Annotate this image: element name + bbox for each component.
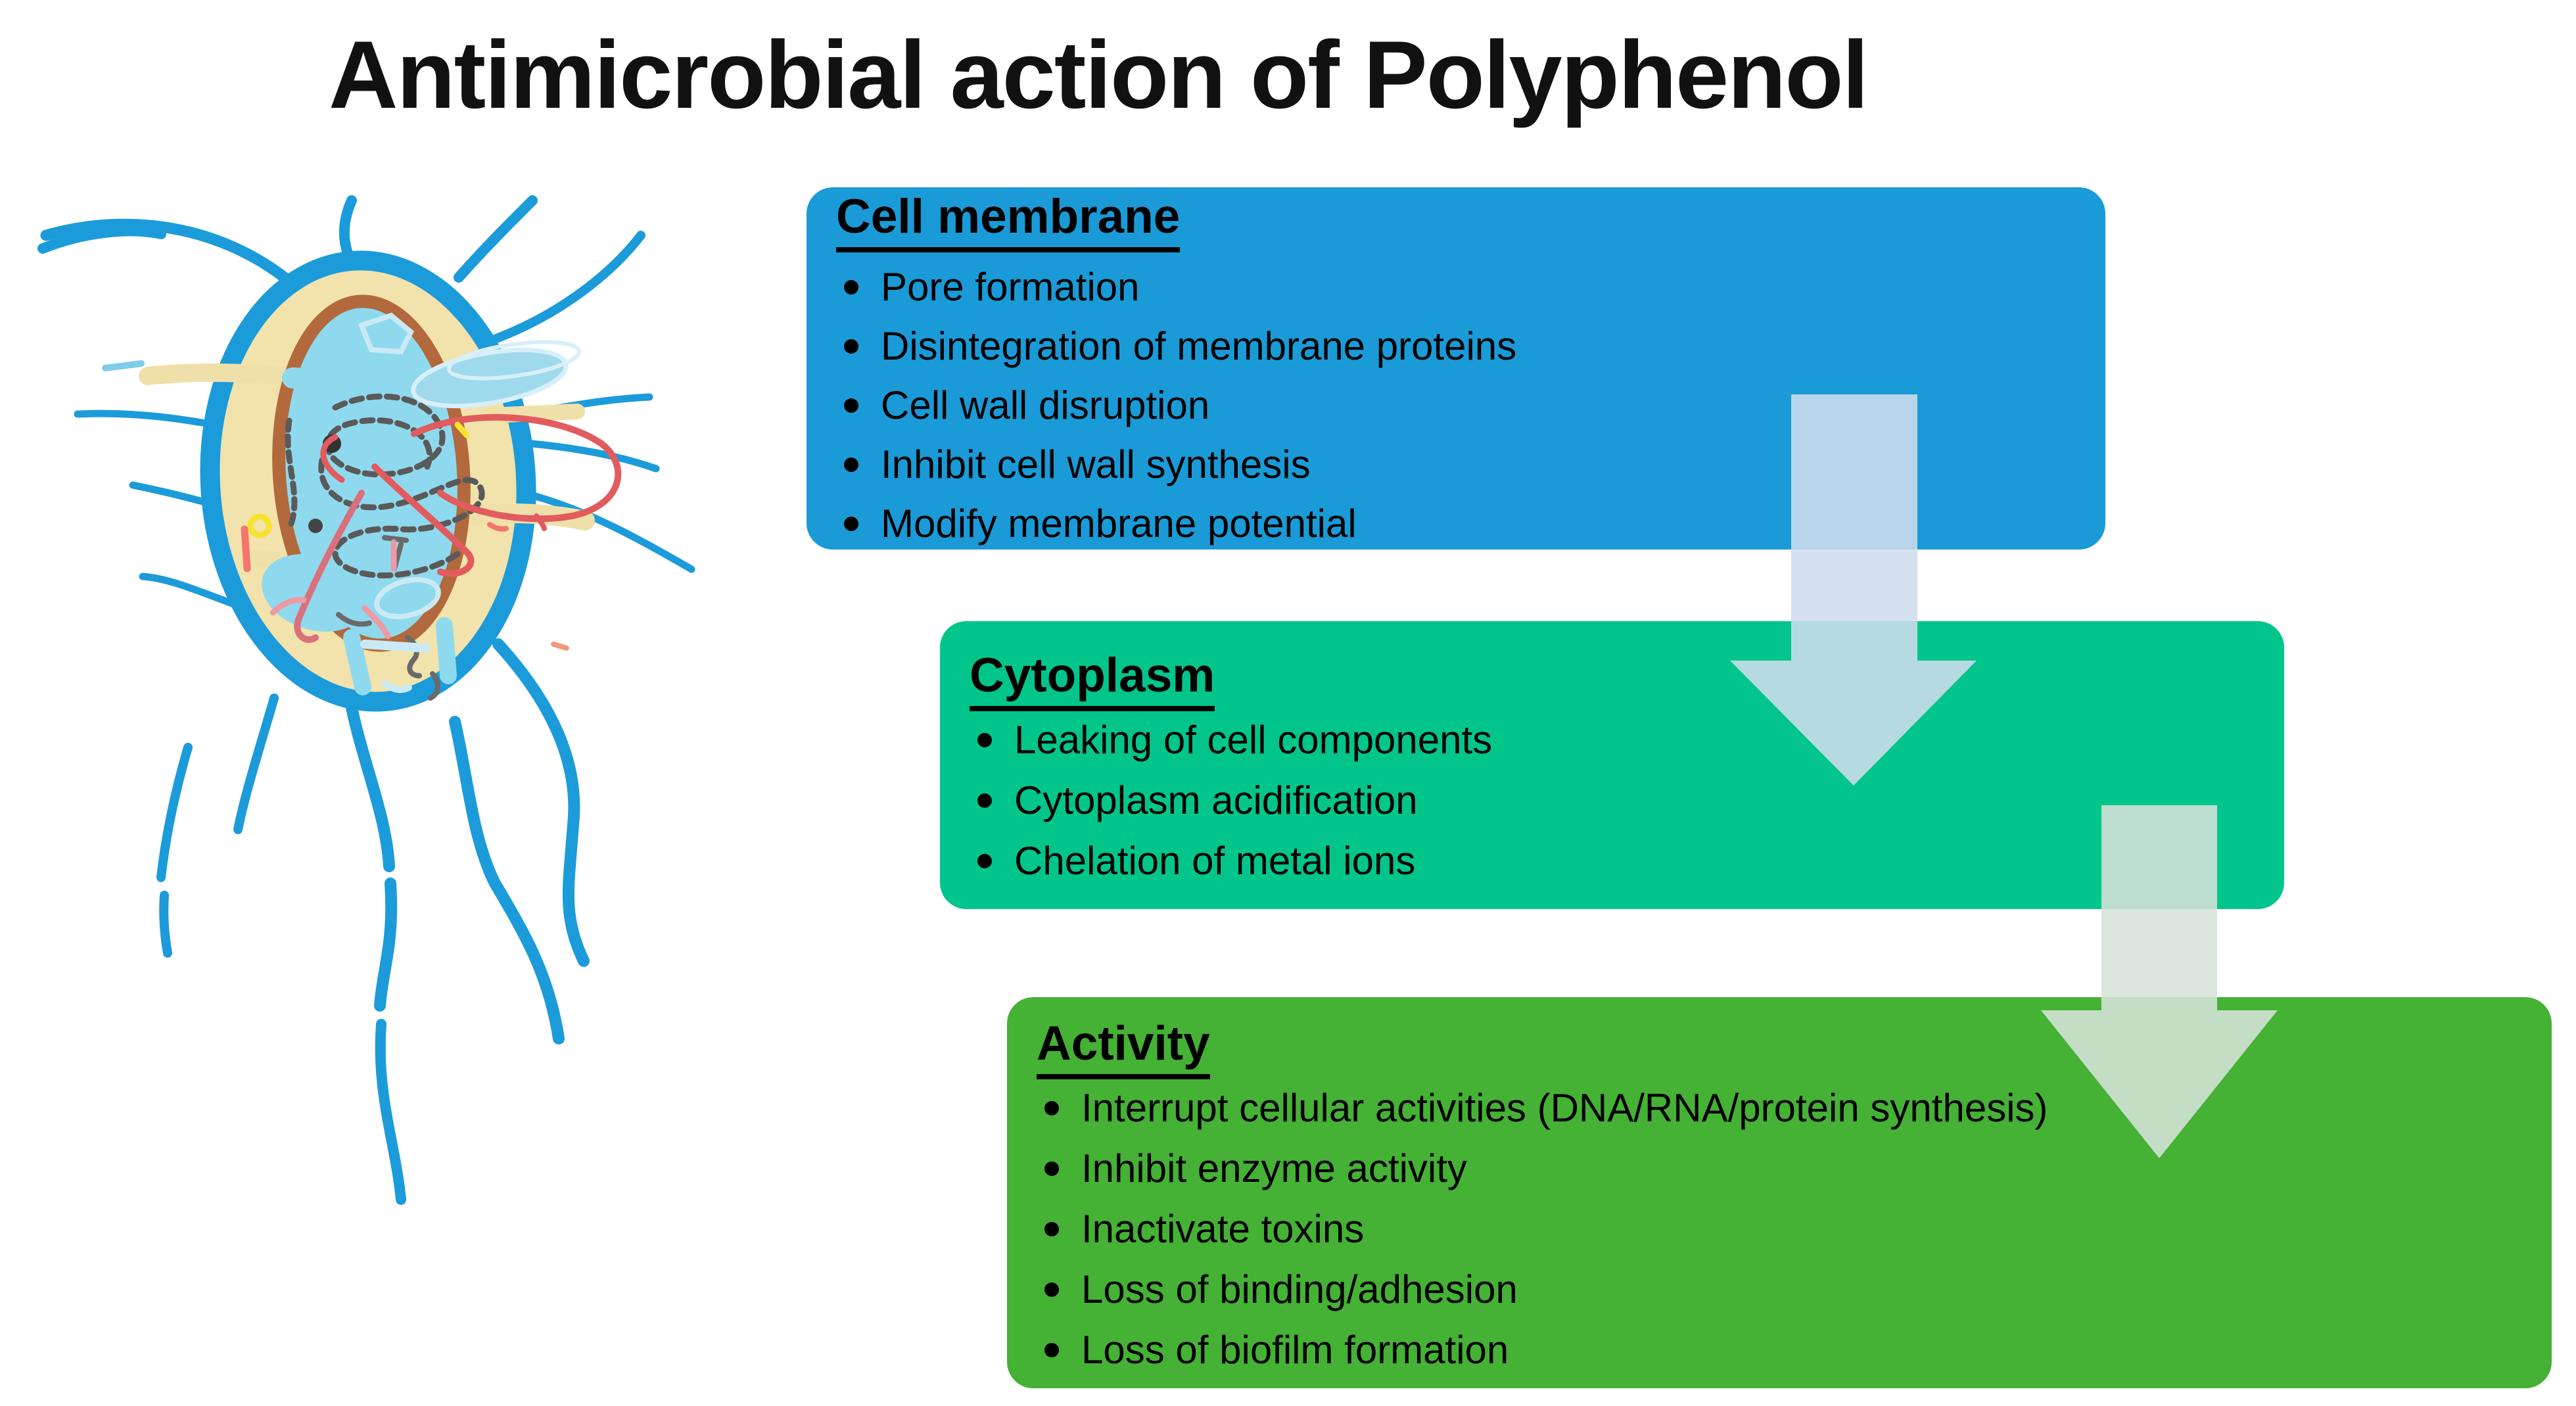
cell-membrane-box: Cell membrane Pore formation Disintegrat… (807, 187, 2105, 550)
bullet-item: Interrupt cellular activities (DNA/RNA/p… (1037, 1078, 2048, 1138)
membrane-channels (282, 367, 457, 695)
bullet-item: Pore formation (836, 258, 1516, 317)
bacterium-illustration (37, 195, 695, 1205)
bullet-item: Loss of binding/adhesion (1037, 1259, 2048, 1320)
nucleoid-dna (285, 393, 622, 644)
page-title: Antimicrobial action of Polyphenol (329, 21, 1869, 128)
cell-membrane-heading: Cell membrane (836, 193, 1181, 252)
bullet-item: Modify membrane potential (836, 494, 1516, 553)
bullet-item: Disintegration of membrane proteins (836, 317, 1516, 376)
cytoplasm-bullet-list: Leaking of cell components Cytoplasm aci… (970, 710, 1492, 891)
bullet-item: Inactivate toxins (1037, 1199, 2048, 1259)
bullet-item: Cell wall disruption (836, 376, 1516, 435)
bullet-item: Cytoplasm acidification (970, 770, 1492, 831)
bullet-item: Inhibit enzyme activity (1037, 1138, 2048, 1199)
bullet-item: Loss of biofilm formation (1037, 1320, 2048, 1380)
bullet-item: Chelation of metal ions (970, 831, 1492, 891)
bullet-item: Leaking of cell components (970, 710, 1492, 770)
cytoplasm-box: Cytoplasm Leaking of cell components Cyt… (940, 621, 2284, 909)
activity-box: Activity Interrupt cellular activities (… (1007, 997, 2552, 1388)
activity-heading: Activity (1037, 1019, 1210, 1079)
bullet-item: Inhibit cell wall synthesis (836, 435, 1516, 494)
activity-bullet-list: Interrupt cellular activities (DNA/RNA/p… (1037, 1078, 2048, 1380)
cytoplasm-heading: Cytoplasm (970, 651, 1215, 711)
cell-inclusions (241, 312, 569, 701)
cell-membrane-bullet-list: Pore formation Disintegration of membran… (836, 258, 1516, 553)
secretion-halo (446, 340, 582, 381)
cytoplasm-bulge (262, 554, 367, 632)
